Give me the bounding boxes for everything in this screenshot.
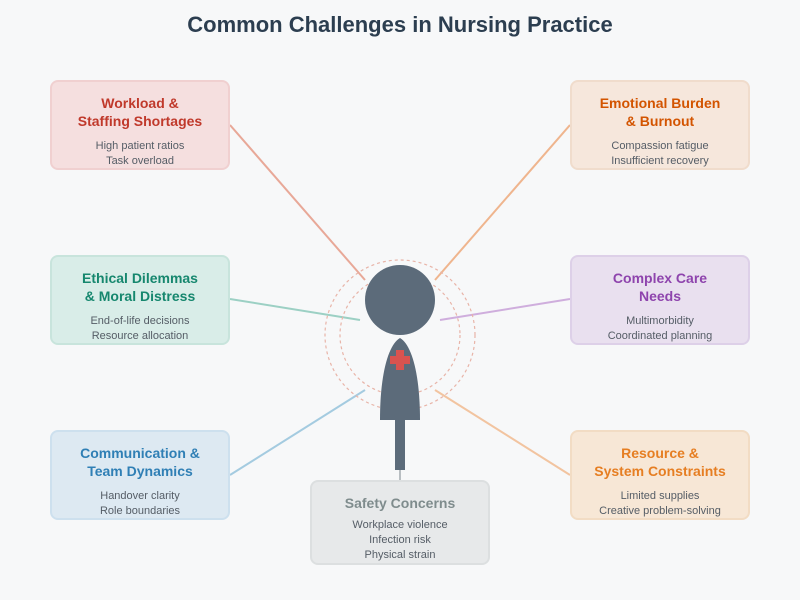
challenge-card-ethical: Ethical Dilemmas & Moral Distress End-of…	[50, 255, 230, 345]
card-title-line: Complex Care	[612, 270, 708, 286]
card-detail-item: End-of-life decisions	[90, 315, 190, 327]
connector-communication	[229, 389, 366, 476]
challenge-card-complex-care: Complex Care Needs Multimorbidity Coordi…	[570, 255, 750, 345]
challenge-card-emotional: Emotional Burden & Burnout Compassion fa…	[570, 80, 750, 170]
card-detail-item: Multimorbidity	[626, 315, 694, 327]
connector-resource	[434, 389, 571, 476]
card-title-line: Safety Concerns	[344, 495, 456, 511]
card-detail-item: Handover clarity	[100, 490, 180, 502]
connector-emotional	[434, 124, 571, 281]
connector-complex	[439, 298, 571, 321]
card-detail-item: Resource allocation	[91, 330, 189, 342]
card-details: End-of-life decisions Resource allocatio…	[52, 314, 228, 344]
challenge-card-safety: Safety Concerns Workplace violence Infec…	[310, 480, 490, 565]
card-detail-item: High patient ratios	[95, 140, 185, 152]
card-title: Complex Care Needs	[572, 269, 748, 305]
card-title: Resource & System Constraints	[572, 444, 748, 480]
card-details: Workplace violence Infection risk Physic…	[312, 518, 488, 563]
connector-ethical	[229, 298, 361, 321]
card-title-line: Communication &	[80, 445, 200, 461]
card-title-line: Emotional Burden	[599, 95, 721, 111]
card-detail-item: Physical strain	[364, 549, 436, 561]
card-title: Ethical Dilemmas & Moral Distress	[52, 269, 228, 305]
card-title-line: Workload &	[101, 95, 179, 111]
card-title-line: Staffing Shortages	[77, 113, 203, 129]
page-title: Common Challenges in Nursing Practice	[187, 12, 613, 37]
outer-aura-ring	[324, 259, 476, 411]
card-details: Handover clarity Role boundaries	[52, 489, 228, 519]
challenge-card-communication: Communication & Team Dynamics Handover c…	[50, 430, 230, 520]
card-title-line: & Burnout	[625, 113, 695, 129]
card-detail-item: Insufficient recovery	[611, 155, 709, 167]
card-title: Emotional Burden & Burnout	[572, 94, 748, 130]
challenge-card-resource: Resource & System Constraints Limited su…	[570, 430, 750, 520]
card-detail-item: Infection risk	[369, 534, 431, 546]
card-details: Limited supplies Creative problem-solvin…	[572, 489, 748, 519]
card-title: Workload & Staffing Shortages	[52, 94, 228, 130]
card-title: Safety Concerns	[312, 494, 488, 512]
nurse-legs	[395, 418, 405, 470]
card-detail-item: Task overload	[106, 155, 174, 167]
card-title: Communication & Team Dynamics	[52, 444, 228, 480]
card-title-line: Resource &	[621, 445, 699, 461]
challenge-card-workload: Workload & Staffing Shortages High patie…	[50, 80, 230, 170]
card-detail-item: Role boundaries	[99, 505, 181, 517]
nurse-head	[365, 265, 435, 335]
card-details: Multimorbidity Coordinated planning	[572, 314, 748, 344]
card-title-line: System Constraints	[594, 463, 726, 479]
card-detail-item: Workplace violence	[352, 519, 448, 531]
card-title-line: Needs	[638, 288, 682, 304]
nurse-icon	[365, 265, 435, 470]
card-title-line: Ethical Dilemmas	[82, 270, 198, 286]
card-details: Compassion fatigue Insufficient recovery	[572, 139, 748, 169]
card-detail-item: Creative problem-solving	[599, 505, 721, 517]
card-title-line: & Moral Distress	[84, 288, 196, 304]
medical-cross-icon	[390, 350, 410, 370]
card-detail-item: Coordinated planning	[607, 330, 713, 342]
card-title-line: Team Dynamics	[87, 463, 193, 479]
connector-workload	[229, 124, 366, 281]
card-details: High patient ratios Task overload	[52, 139, 228, 169]
card-detail-item: Limited supplies	[620, 490, 700, 502]
card-detail-item: Compassion fatigue	[611, 140, 709, 152]
